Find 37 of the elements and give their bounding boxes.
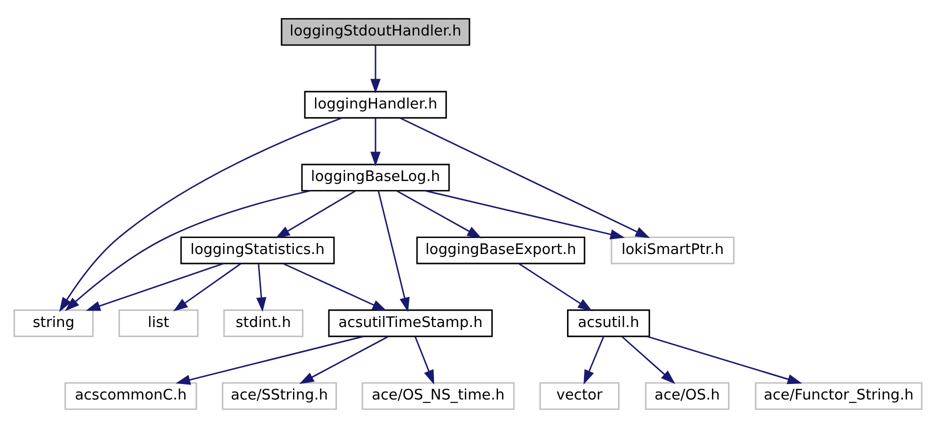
- arrow: [414, 336, 434, 384]
- node-box: ace/Functor_String.h: [754, 382, 922, 410]
- node-box: stdint.h: [223, 308, 304, 337]
- arrow: [396, 190, 482, 238]
- node-box: vector: [539, 382, 620, 410]
- arrow: [283, 262, 387, 311]
- node-box: loggingBaseExport.h: [416, 236, 586, 264]
- arrow: [518, 262, 592, 311]
- arrow: [378, 190, 410, 312]
- node-box: loggingStdoutHandler.h: [280, 18, 470, 46]
- arrow: [299, 335, 389, 384]
- arrow: [584, 336, 604, 384]
- node-box: ace/OS_NS_time.h: [362, 382, 515, 410]
- arrow: [425, 190, 625, 239]
- arrow: [370, 118, 381, 166]
- arrow: [176, 335, 364, 384]
- node-box: lokiSmartPtr.h: [610, 236, 735, 264]
- arrow: [646, 335, 802, 384]
- arrow: [64, 190, 312, 311]
- node-box: acsutilTimeStamp.h: [328, 308, 493, 337]
- arrow: [86, 262, 224, 310]
- node-box: acsutil.h: [567, 308, 650, 337]
- node-box: list: [118, 308, 199, 337]
- node-box: loggingHandler.h: [304, 90, 447, 118]
- node-box: acscommonC.h: [64, 382, 198, 410]
- arrow: [622, 336, 676, 384]
- arrow: [370, 45, 381, 93]
- node-box: loggingBaseLog.h: [301, 163, 450, 191]
- arrow: [59, 116, 342, 312]
- node-box: string: [14, 308, 94, 337]
- arrow: [400, 116, 650, 238]
- node-box: ace/OS.h: [644, 382, 730, 410]
- node-box: loggingStatistics.h: [180, 236, 335, 264]
- arrow: [256, 263, 266, 312]
- arrow: [275, 190, 356, 238]
- node-box: ace/SString.h: [222, 382, 337, 410]
- arrow: [173, 262, 242, 311]
